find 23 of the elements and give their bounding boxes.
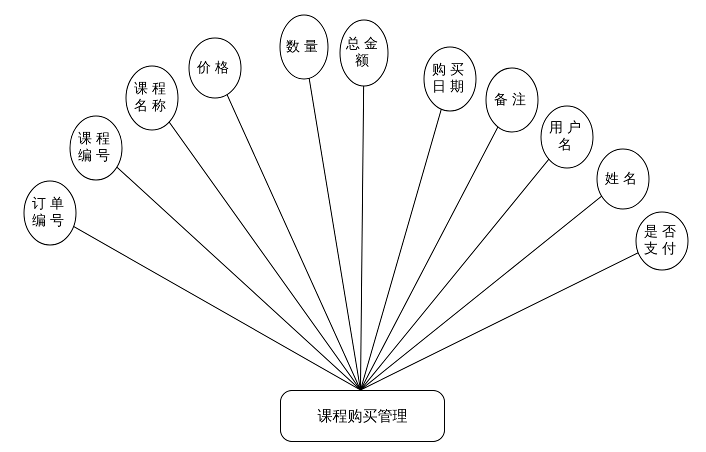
connector-line	[226, 94, 361, 390]
attribute-ellipse: 用户名	[540, 105, 594, 169]
connector-line	[360, 252, 639, 390]
connector-line	[360, 86, 364, 390]
connector-line	[360, 126, 498, 390]
connector-line	[360, 158, 550, 390]
connector-line	[73, 226, 361, 390]
attribute-ellipse: 姓名	[596, 148, 650, 210]
attribute-ellipse: 是否支付	[635, 211, 689, 271]
attribute-ellipse: 价格	[188, 37, 242, 99]
connector-line	[360, 108, 442, 390]
attribute-ellipse: 备注	[485, 67, 539, 133]
attribute-ellipse: 数量	[279, 14, 329, 80]
connector-line	[308, 78, 361, 390]
attribute-ellipse: 课程编号	[69, 115, 123, 181]
connector-line	[116, 166, 361, 390]
process-box: 课程购买管理	[280, 390, 445, 442]
attribute-ellipse: 订单编号	[23, 180, 77, 246]
attribute-ellipse: 总金额	[339, 19, 389, 87]
connector-line	[360, 196, 602, 390]
attribute-ellipse: 购买日期	[423, 46, 477, 112]
attribute-ellipse: 课程名称	[125, 65, 179, 131]
connector-line	[168, 122, 361, 390]
